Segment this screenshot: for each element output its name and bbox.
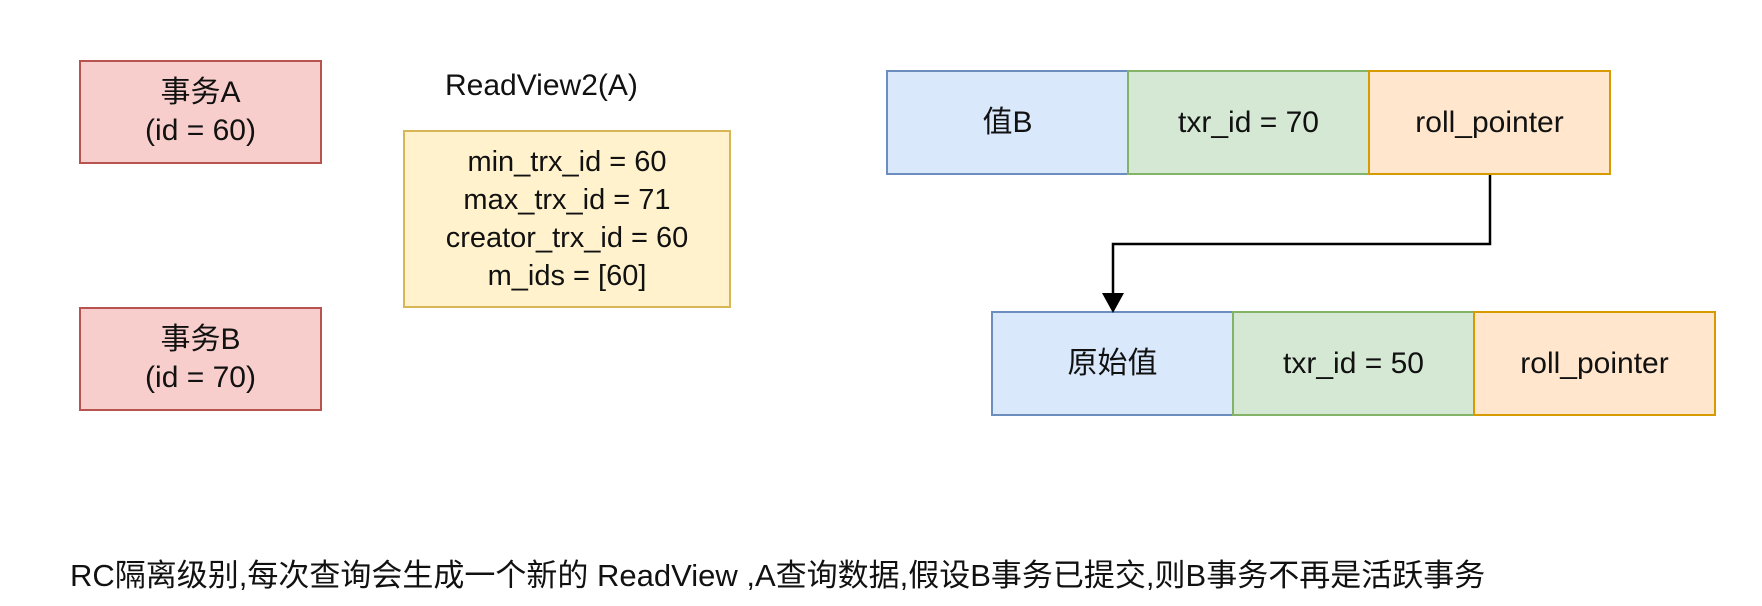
row2-value-cell: 原始值 — [991, 311, 1234, 416]
readview-title: ReadView2(A) — [445, 69, 638, 102]
readview-min-trx-id: min_trx_id = 60 — [467, 146, 667, 178]
row1-roll-pointer-text: roll_pointer — [1415, 105, 1564, 139]
row1-roll-pointer-cell: roll_pointer — [1368, 70, 1611, 175]
row1-trx-id-cell: txr_id = 70 — [1127, 70, 1370, 175]
row1-trx-id-text: txr_id = 70 — [1178, 105, 1319, 139]
readview-creator-trx-id: creator_trx_id = 60 — [445, 222, 689, 254]
transaction-b-name: 事务B — [160, 323, 241, 356]
readview-m-ids: m_ids = [60] — [487, 260, 647, 292]
roll-pointer-arrow — [1111, 175, 1492, 296]
row2-roll-pointer-cell: roll_pointer — [1473, 311, 1716, 416]
row2-value-text: 原始值 — [1067, 346, 1158, 380]
readview-box: min_trx_id = 60 max_trx_id = 71 creator_… — [403, 130, 731, 308]
transaction-a-name: 事务A — [160, 76, 241, 109]
row1-value-text: 值B — [982, 105, 1033, 139]
arrow-head-icon — [1102, 293, 1124, 313]
transaction-a-id: (id = 60) — [145, 114, 256, 147]
readview-max-trx-id: max_trx_id = 71 — [463, 184, 671, 216]
row1-value-cell: 值B — [886, 70, 1129, 175]
transaction-a-box: 事务A (id = 60) — [79, 60, 322, 164]
transaction-b-box: 事务B (id = 70) — [79, 307, 322, 411]
transaction-b-id: (id = 70) — [145, 361, 256, 394]
row2-roll-pointer-text: roll_pointer — [1520, 346, 1669, 380]
row2-trx-id-text: txr_id = 50 — [1283, 346, 1424, 380]
caption-text: RC隔离级别,每次查询会生成一个新的 ReadView ,A查询数据,假设B事务… — [70, 558, 1486, 593]
row2-trx-id-cell: txr_id = 50 — [1232, 311, 1475, 416]
